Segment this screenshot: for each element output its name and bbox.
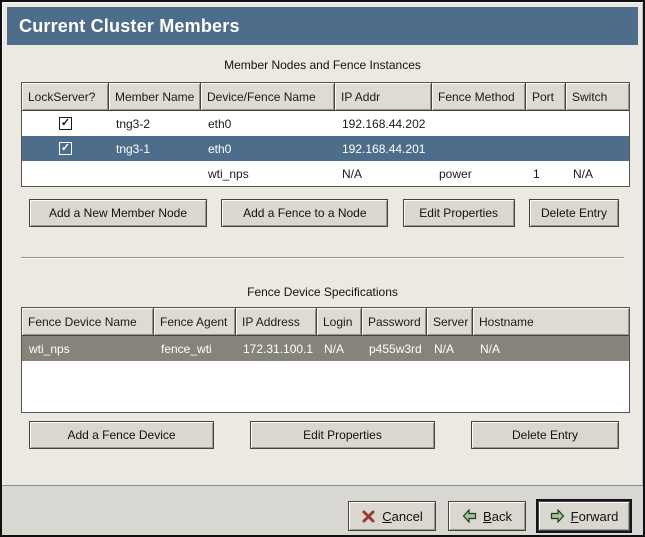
back-button[interactable]: Back	[448, 501, 526, 531]
forward-label: Forward	[570, 508, 619, 524]
column-header-hostname[interactable]: Hostname	[473, 308, 629, 335]
cell-port: 1	[533, 166, 540, 181]
member-table-row-selected[interactable]: tng3-1 eth0 192.168.44.201	[22, 136, 629, 161]
forward-button[interactable]: Forward	[536, 499, 632, 533]
cancel-button[interactable]: Cancel	[348, 501, 436, 531]
content-area: Member Nodes and Fence Instances LockSer…	[7, 45, 638, 485]
cell-ip-address: 172.31.100.1	[243, 341, 314, 356]
cell-port	[526, 111, 566, 136]
add-fence-to-node-button[interactable]: Add a Fence to a Node	[221, 199, 389, 227]
cell-ip-addr: 192.168.44.201	[342, 141, 426, 156]
checkbox-checked-icon[interactable]	[59, 117, 72, 130]
column-header-member-name[interactable]: Member Name	[109, 83, 201, 110]
delete-entry-button[interactable]: Delete Entry	[528, 199, 619, 227]
fence-table-empty-area	[22, 361, 629, 412]
cell-password: p455w3rd	[369, 341, 422, 356]
cell-switch	[566, 111, 629, 136]
red-x-icon	[361, 509, 376, 524]
column-header-password[interactable]: Password	[362, 308, 427, 335]
column-header-login[interactable]: Login	[317, 308, 362, 335]
cell-member-name: tng3-2	[116, 116, 151, 131]
column-header-ip-addr[interactable]: IP Addr	[335, 83, 432, 110]
back-label: Back	[483, 508, 512, 524]
cell-device-fence-name: eth0	[208, 141, 232, 156]
column-header-fence-agent[interactable]: Fence Agent	[154, 308, 236, 335]
delete-entry-button[interactable]: Delete Entry	[471, 421, 619, 449]
cell-member-name	[109, 161, 201, 186]
cell-server: N/A	[434, 341, 455, 356]
cell-fence-agent: fence_wti	[161, 341, 212, 356]
member-table-caption: Member Nodes and Fence Instances	[224, 58, 421, 72]
green-arrow-right-icon	[550, 509, 565, 523]
cell-fence-method	[432, 111, 526, 136]
green-arrow-left-icon	[462, 509, 477, 523]
fence-table-row-selected[interactable]: wti_nps fence_wti 172.31.100.1 N/A p455w…	[22, 336, 629, 361]
add-fence-device-button[interactable]: Add a Fence Device	[29, 421, 214, 449]
cell-port	[526, 136, 566, 161]
member-button-row: Add a New Member Node Add a Fence to a N…	[29, 199, 619, 227]
column-header-ip-address[interactable]: IP Address	[236, 308, 317, 335]
column-header-fence-device-name[interactable]: Fence Device Name	[22, 308, 154, 335]
cell-fence-method: power	[439, 166, 472, 181]
column-header-port[interactable]: Port	[526, 83, 566, 110]
cancel-label: Cancel	[382, 508, 423, 524]
edit-properties-button[interactable]: Edit Properties	[402, 199, 515, 227]
horizontal-separator	[21, 257, 624, 259]
column-header-switch[interactable]: Switch	[566, 83, 629, 110]
column-header-server[interactable]: Server	[427, 308, 473, 335]
cell-login: N/A	[324, 341, 345, 356]
fence-device-table: Fence Device Name Fence Agent IP Address…	[21, 307, 630, 413]
cell-ip-addr: 192.168.44.202	[342, 116, 426, 131]
add-member-node-button[interactable]: Add a New Member Node	[29, 199, 207, 227]
member-table: LockServer? Member Name Device/Fence Nam…	[21, 82, 630, 187]
cell-fence-method	[432, 136, 526, 161]
checkbox-checked-icon[interactable]	[59, 142, 72, 155]
cell-switch	[566, 136, 629, 161]
cell-member-name: tng3-1	[116, 141, 151, 156]
cell-hostname: N/A	[480, 341, 501, 356]
wizard-action-bar: Cancel Back Forward	[2, 485, 643, 535]
cell-device-fence-name: wti_nps	[208, 166, 249, 181]
member-table-header: LockServer? Member Name Device/Fence Nam…	[22, 83, 629, 111]
cell-switch: N/A	[573, 166, 594, 181]
member-table-row[interactable]: wti_nps N/A power 1 N/A	[22, 161, 629, 186]
fence-button-row: Add a Fence Device Edit Properties Delet…	[29, 421, 619, 449]
cell-fence-device-name: wti_nps	[29, 341, 70, 356]
column-header-lockserver[interactable]: LockServer?	[22, 83, 109, 110]
fence-table-header: Fence Device Name Fence Agent IP Address…	[22, 308, 629, 336]
member-table-row[interactable]: tng3-2 eth0 192.168.44.202	[22, 111, 629, 136]
fence-table-caption: Fence Device Specifications	[247, 285, 398, 299]
cell-device-fence-name: eth0	[208, 116, 232, 131]
page-title: Current Cluster Members	[19, 15, 240, 36]
cell-ip-addr: N/A	[342, 166, 363, 181]
column-header-device-fence-name[interactable]: Device/Fence Name	[201, 83, 335, 110]
column-header-fence-method[interactable]: Fence Method	[432, 83, 526, 110]
edit-properties-button[interactable]: Edit Properties	[250, 421, 435, 449]
page-title-bar: Current Cluster Members	[7, 7, 638, 45]
